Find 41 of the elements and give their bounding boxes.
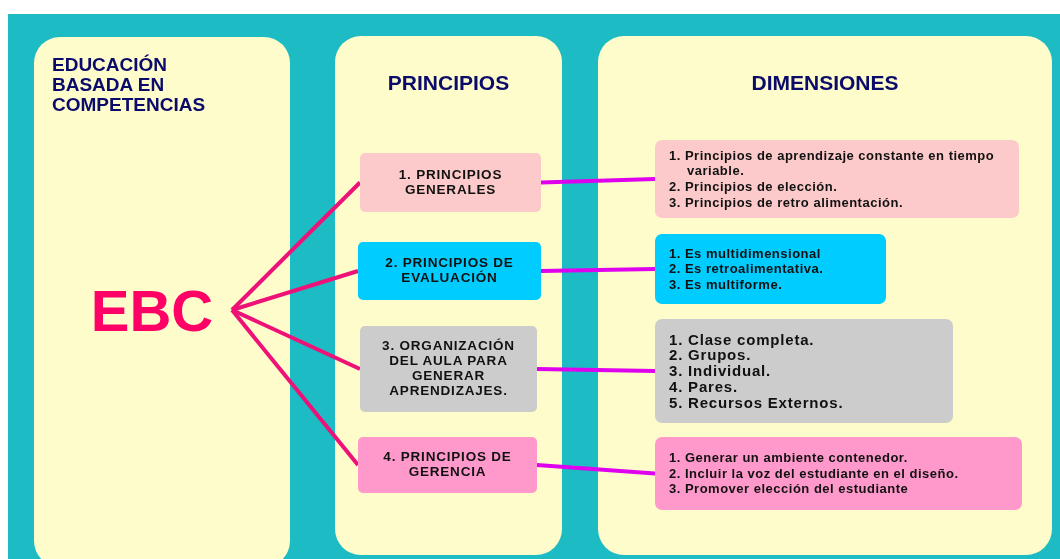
principle-box (358, 242, 541, 300)
column-heading: PRINCIPIOS (386, 72, 511, 95)
box-label: 1. PRINCIPIOS GENERALES (397, 167, 504, 198)
dimension-box (655, 319, 953, 423)
box-label: 4. PRINCIPIOS DE GERENCIA (382, 450, 513, 480)
list-item: 3. Principios de retro alimentación. (669, 194, 904, 211)
list-item: 5. Recursos Externos. (669, 394, 845, 411)
connector-line (230, 308, 360, 467)
list-item: 3. Es multiforme. (669, 276, 784, 293)
list-item: 1. Es multidimensional (669, 245, 822, 262)
connector-line (231, 269, 359, 312)
connector-line (230, 181, 362, 312)
list-item: 2. Grupos. (669, 347, 752, 364)
list-item: 1. Clase completa. (669, 331, 816, 348)
dimension-box (655, 437, 1022, 510)
connector-line (536, 463, 656, 476)
connector-line (231, 308, 361, 371)
connector-line (540, 267, 656, 273)
dimension-box (655, 140, 1019, 218)
box-label: 2. PRINCIPIOS DE EVALUACIÓN (384, 256, 515, 286)
list-item: 1. Generar un ambiente contenedor. (669, 450, 909, 466)
list-item: 3. Promover elección del estudiante (669, 481, 910, 497)
list-item: 1. Principios de aprendizaje constante en tiempo variable. (669, 147, 996, 179)
column-heading: EDUCACIÓN BASADA EN COMPETENCIAS (52, 55, 207, 115)
connector-line (540, 177, 656, 185)
dimension-box (655, 234, 886, 304)
acronym-text: EBC (90, 276, 214, 344)
box-label: 3. ORGANIZACIÓN DEL AULA PARA GENERAR APRENDIZAJES. (382, 339, 515, 399)
principle-box (360, 153, 541, 212)
principle-box (360, 326, 537, 412)
column-panel (598, 36, 1052, 555)
list-item: 2. Principios de elección. (669, 179, 839, 195)
column-heading: DIMENSIONES (750, 72, 900, 95)
list-item: 2. Incluir la voz del estudiante en el diseño. (669, 465, 960, 482)
list-item: 4. Pares. (669, 378, 739, 395)
list-item: 3. Individual. (669, 363, 773, 379)
principle-box (358, 437, 537, 493)
column-panel (335, 36, 562, 555)
connector-line (536, 367, 656, 373)
column-panel (34, 37, 290, 559)
list-item: 2. Es retroalimentativa. (669, 261, 825, 277)
